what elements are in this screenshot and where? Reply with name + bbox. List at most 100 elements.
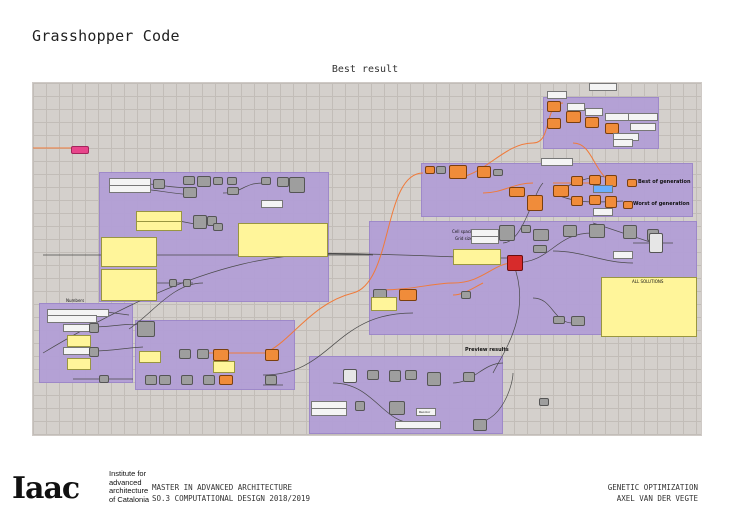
panel-output[interactable] [67,335,91,347]
label-node[interactable] [593,208,613,216]
best-output[interactable] [627,179,637,187]
component[interactable] [181,375,193,385]
component[interactable] [399,289,417,301]
component[interactable] [527,195,543,211]
component[interactable] [605,196,617,208]
number-slider[interactable] [471,236,499,244]
component[interactable] [553,316,565,324]
panel-output[interactable] [101,269,157,301]
component[interactable] [145,375,157,385]
component[interactable] [99,375,109,383]
panel-output[interactable] [238,223,328,257]
component[interactable] [623,225,637,239]
component[interactable] [227,187,239,195]
component[interactable] [473,419,487,431]
component[interactable] [153,179,165,189]
component[interactable] [571,196,583,206]
label-node[interactable] [593,185,613,193]
component[interactable] [89,323,99,333]
number-slider[interactable] [63,347,91,355]
component[interactable] [289,177,305,193]
worst-output[interactable] [623,201,633,209]
component[interactable] [367,370,379,380]
number-slider[interactable] [311,408,347,416]
panel-output[interactable] [67,358,91,370]
component[interactable] [213,349,229,361]
component[interactable] [265,375,277,385]
recolor-label[interactable]: Recolor [416,408,436,416]
label-node[interactable] [547,91,567,99]
component[interactable] [461,291,471,299]
label-node[interactable] [567,103,585,111]
component[interactable] [89,347,99,357]
component[interactable] [436,166,446,174]
component[interactable] [585,117,599,128]
label-node[interactable] [395,421,441,429]
component[interactable] [159,375,171,385]
pink-toggle[interactable] [71,146,89,154]
component[interactable] [425,166,435,174]
label-node[interactable] [613,251,633,259]
group-preview-results[interactable] [309,356,503,434]
component[interactable] [389,401,405,415]
label-node[interactable] [628,113,658,121]
number-slider[interactable] [109,185,151,193]
component[interactable] [355,401,365,411]
component[interactable] [547,118,561,129]
component[interactable] [197,176,211,187]
component[interactable] [605,123,619,134]
component[interactable] [389,370,401,382]
component[interactable] [547,101,561,112]
component[interactable] [405,370,417,380]
component[interactable] [589,195,601,205]
component[interactable] [533,245,547,253]
component[interactable] [493,169,503,176]
grasshopper-canvas[interactable]: Numbers Preview results Best of generati… [32,82,702,436]
component[interactable] [539,398,549,406]
label-node[interactable] [541,158,573,166]
component[interactable] [427,372,441,386]
component[interactable] [521,225,531,233]
component[interactable] [261,177,271,185]
component[interactable] [203,375,215,385]
component[interactable] [207,216,217,226]
panel-output[interactable] [101,237,157,267]
component[interactable] [265,349,279,361]
number-slider[interactable] [47,315,97,323]
label-node[interactable] [261,200,283,208]
component[interactable] [169,279,177,287]
component[interactable] [213,177,223,185]
component[interactable] [463,372,475,382]
component[interactable] [649,233,663,253]
component[interactable] [566,111,581,123]
component[interactable] [571,316,585,326]
panel-output[interactable] [213,361,235,373]
component[interactable] [193,215,207,229]
component[interactable] [533,229,549,241]
component[interactable] [343,369,357,383]
component[interactable] [499,225,515,241]
component[interactable] [563,225,577,237]
component[interactable] [553,185,569,197]
component[interactable] [183,187,197,198]
label-node[interactable] [613,139,633,147]
panel-output[interactable] [139,351,161,363]
panel-output[interactable] [371,297,397,311]
component[interactable] [183,176,195,185]
component[interactable] [571,176,583,186]
component[interactable] [449,165,467,179]
component[interactable] [219,375,233,385]
component[interactable] [509,187,525,197]
panel-output[interactable] [453,249,501,265]
genetic-solver[interactable] [507,255,523,271]
component[interactable] [197,349,209,359]
panel-output[interactable] [136,221,182,231]
component[interactable] [589,224,605,238]
component[interactable] [213,223,223,231]
label-node[interactable] [589,83,617,91]
component[interactable] [477,166,491,178]
label-node[interactable] [630,123,656,131]
component[interactable] [277,177,289,187]
component[interactable] [227,177,237,185]
component[interactable] [589,175,601,185]
